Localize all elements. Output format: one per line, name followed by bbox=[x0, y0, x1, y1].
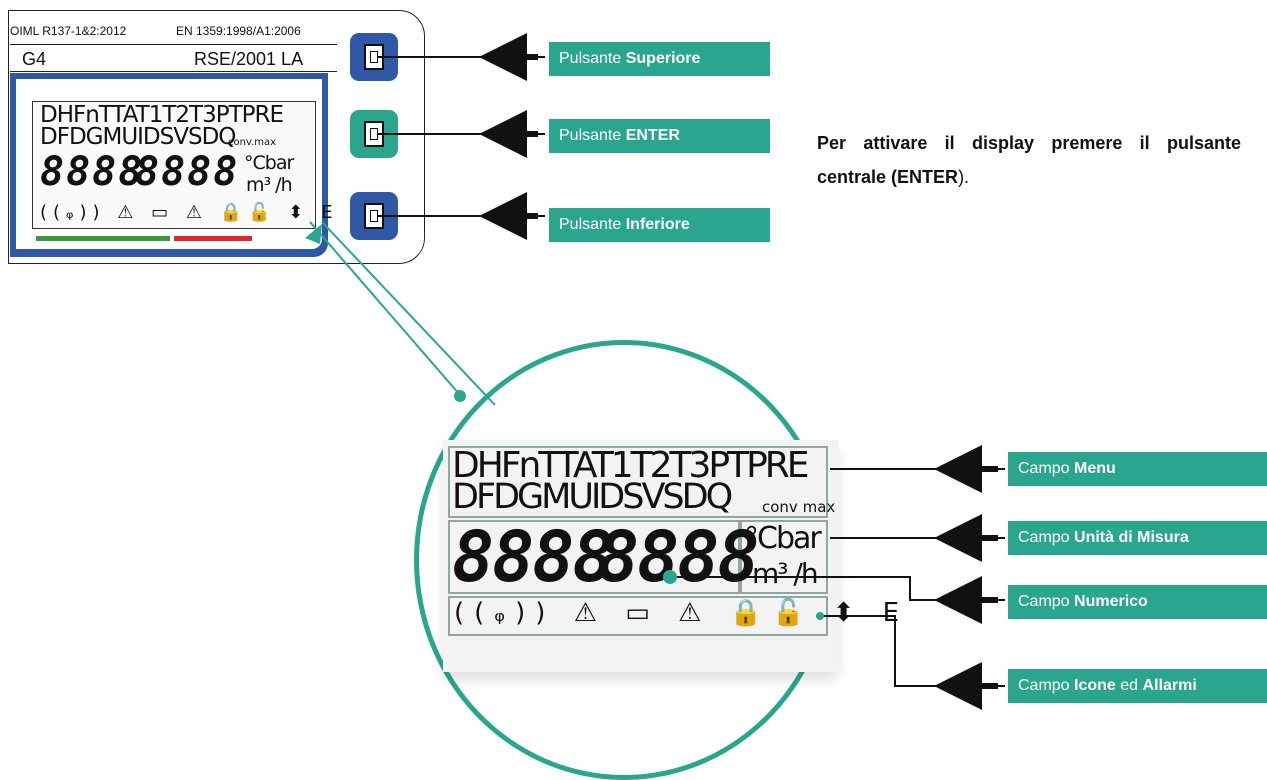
callout-pulsante-superiore: Pulsante Superiore bbox=[549, 42, 770, 76]
icone-anchor-dot bbox=[816, 612, 824, 620]
lcd-menu-suffix: conv.max bbox=[228, 137, 277, 148]
lcd-large-menu-suffix: conv max bbox=[762, 498, 836, 516]
callout-enter-prefix: Pulsante bbox=[559, 127, 626, 144]
callout-numerico-bold: Numerico bbox=[1074, 593, 1148, 610]
lcd-display-large bbox=[443, 440, 838, 672]
callout-campo-menu: Campo Menu bbox=[1008, 452, 1267, 486]
stripe-green bbox=[36, 236, 170, 241]
lcd-display-small bbox=[32, 101, 316, 229]
callout-campo-icone: Campo Icone ed Allarmi bbox=[1008, 669, 1267, 703]
instruction-text: Per attivare il display premere il pulsa… bbox=[817, 126, 1241, 194]
callout-inferiore-prefix: Pulsante bbox=[559, 216, 626, 233]
callout-menu-prefix: Campo bbox=[1018, 460, 1075, 477]
callout-pulsante-enter: Pulsante ENTER bbox=[549, 119, 770, 153]
lcd-menu-line2: DFDGMUIDSVSDQ bbox=[40, 124, 236, 150]
menu-field-box bbox=[448, 446, 828, 518]
callout-icone-bold: Icone bbox=[1074, 677, 1116, 694]
unit-field-box bbox=[740, 520, 828, 594]
magnifier-leader-right bbox=[321, 221, 496, 406]
enter-button[interactable] bbox=[350, 110, 398, 158]
magnifier-anchor-dot bbox=[454, 390, 466, 402]
lcd-unit-line2: m³ /h bbox=[246, 174, 293, 196]
callout-superiore-bold: Superiore bbox=[625, 50, 701, 67]
callout-menu-bold: Menu bbox=[1074, 460, 1116, 477]
lcd-digits-small-a: 8888 bbox=[40, 149, 145, 195]
callout-superiore-prefix: Pulsante bbox=[559, 50, 626, 67]
lcd-large-unit-line2: m³ /h bbox=[752, 557, 819, 590]
numeric-field-box bbox=[448, 520, 740, 594]
callout-icone-prefix: Campo bbox=[1018, 677, 1075, 694]
lcd-large-menu-line1: DHFnTTAT1T2T3PTPRE bbox=[452, 445, 810, 486]
callout-pulsante-inferiore: Pulsante Inferiore bbox=[549, 208, 770, 242]
callout-enter-bold: ENTER bbox=[625, 127, 680, 144]
lcd-large-unit-line1: °Cbar bbox=[744, 521, 822, 556]
callout-numerico-prefix: Campo bbox=[1018, 593, 1075, 610]
model-band bbox=[10, 44, 337, 72]
upper-button-face-icon bbox=[364, 44, 384, 70]
magnifier-leader-left bbox=[309, 221, 461, 396]
lcd-large-digits-b: 8888 bbox=[597, 516, 760, 598]
numerico-anchor-dot bbox=[663, 570, 677, 584]
standard-label-en: EN 1359:1998/A1:2006 bbox=[176, 24, 301, 38]
lcd-unit-line1: °Cbar bbox=[244, 152, 294, 174]
instruction-bold: ENTER bbox=[897, 167, 959, 187]
stripe-red bbox=[174, 236, 252, 241]
model-name: RSE/2001 LA bbox=[194, 49, 304, 69]
callout-inferiore-bold: Inferiore bbox=[625, 216, 690, 233]
callout-icone-bold2: Allarmi bbox=[1142, 677, 1197, 694]
callout-unita-prefix: Campo bbox=[1018, 529, 1075, 546]
magnifier-pointer-icon bbox=[305, 224, 322, 244]
lcd-digits-small-b: 8888 bbox=[135, 149, 240, 195]
instruction-end: ). bbox=[958, 167, 970, 187]
leader-icone bbox=[820, 615, 1005, 687]
instruction-main: Per attivare il display premere il pulsa… bbox=[817, 133, 1241, 187]
lcd-large-menu-line2: DFDGMUIDSVSDQ bbox=[452, 477, 733, 517]
callout-campo-unita: Campo Unità di Misura bbox=[1008, 521, 1267, 555]
lcd-menu-line1: DHFnTTAT1T2T3PTPRE bbox=[40, 102, 284, 128]
leader-numerico bbox=[670, 576, 1005, 601]
upper-button[interactable] bbox=[350, 33, 398, 81]
model-code: G4 bbox=[22, 49, 47, 69]
lcd-large-digits-a: 8888 bbox=[452, 516, 615, 598]
lcd-large-icons-row: ((ᵩ)) ⚠ ▭ ⚠ 🔒🔓 ⬍ E bbox=[454, 598, 910, 628]
callout-campo-numerico: Campo Numerico bbox=[1008, 585, 1267, 619]
callout-unita-bold: Unità di Misura bbox=[1074, 529, 1189, 546]
standard-label-oiml: OIML R137-1&2:2012 bbox=[10, 24, 127, 38]
lcd-icons-row: ((ᵩ)) ⚠ ▭ ⚠ 🔒🔓 ⬍ E bbox=[40, 202, 339, 223]
callout-icone-middle: ed bbox=[1115, 677, 1143, 694]
